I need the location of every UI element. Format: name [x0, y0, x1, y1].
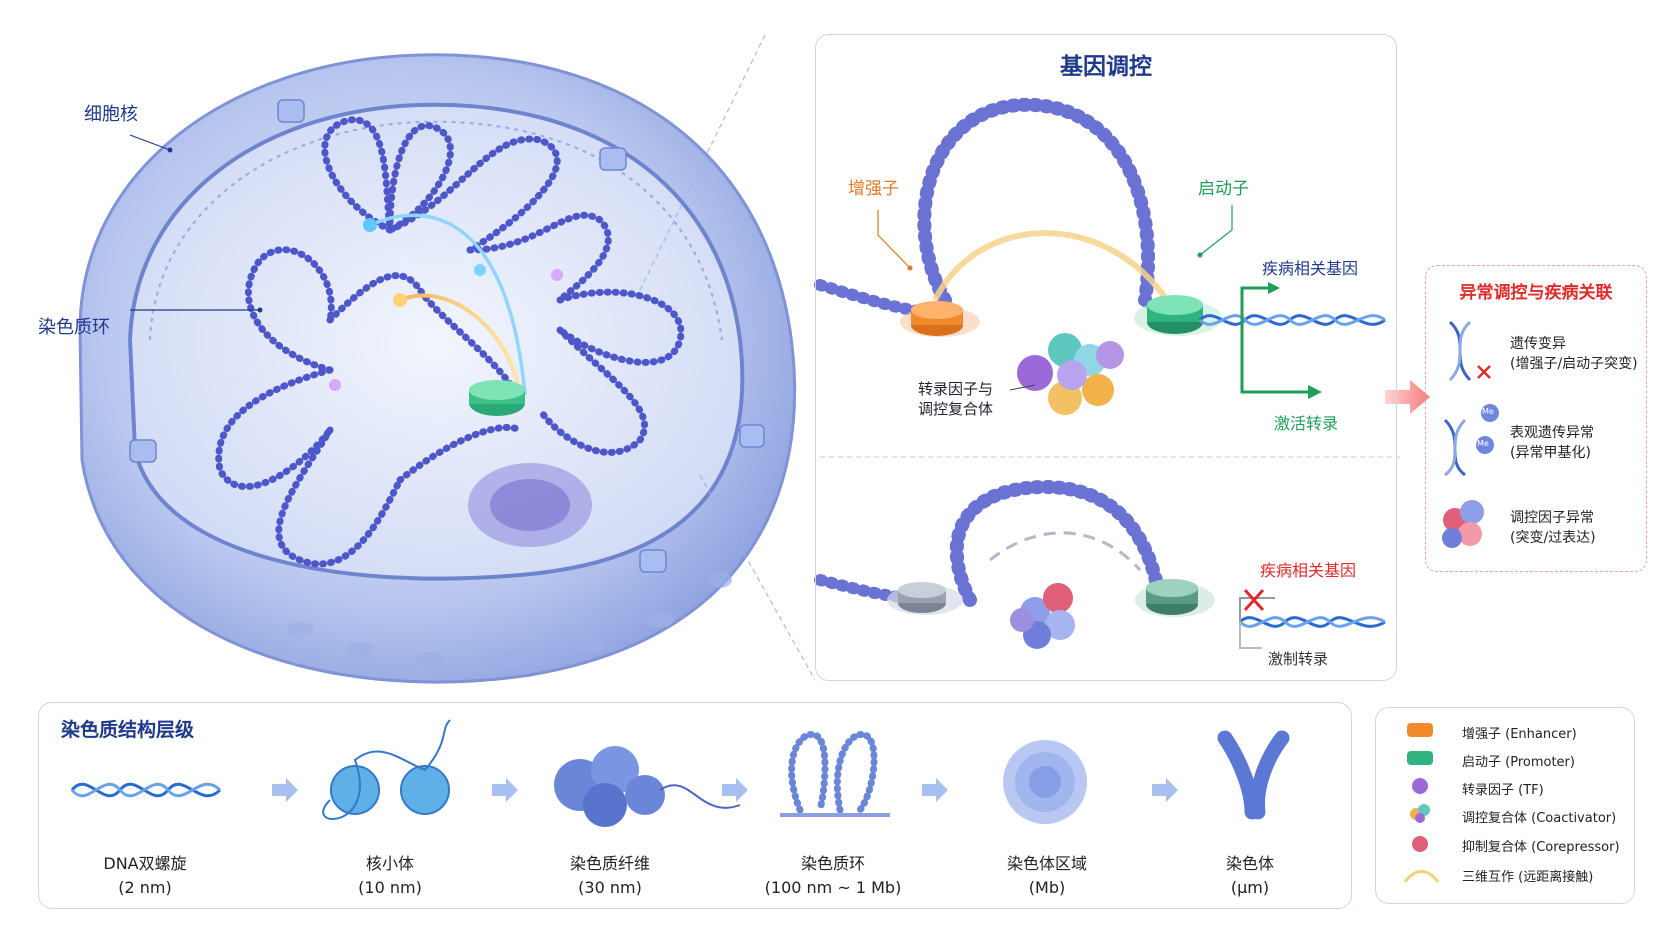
- stage-dna-name: DNA双螺旋: [103, 854, 187, 873]
- promoter-label: 启动子: [1198, 179, 1249, 199]
- stage-chromosome: 染色体 (μm): [1165, 852, 1335, 900]
- tf-complex-label-2: 调控复合体: [918, 400, 994, 418]
- gene-regulation-title: 基因调控: [1060, 54, 1152, 80]
- disease-item-1-title: 遗传变异: [1510, 336, 1566, 352]
- dna-helix-icon: [70, 782, 222, 798]
- chromosome-territory-icon: [1003, 740, 1087, 824]
- disease-item-1: 遗传变异 (增强子/启动子突变): [1510, 334, 1638, 374]
- stage-chromosome-name: 染色体: [1225, 854, 1274, 873]
- methylated-dna-icon: [1443, 404, 1499, 477]
- legend-panel: 增强子 (Enhancer) 启动子 (Promoter) 转录因子 (TF) …: [1375, 707, 1635, 904]
- stage-nucleosome: 核小体 (10 nm): [305, 852, 475, 900]
- legend-corepressor: 抑制复合体 (Corepressor): [1462, 840, 1620, 855]
- repressed-regulation-illustration: [814, 456, 1400, 649]
- legend-swatches: [1403, 723, 1440, 883]
- nucleus-label: 细胞核: [84, 104, 138, 125]
- enhancer-label: 增强子: [848, 179, 899, 199]
- stage-dna: DNA双螺旋 (2 nm): [60, 852, 230, 900]
- stage-dna-scale: (2 nm): [118, 878, 172, 897]
- stage-territory-scale: (Mb): [1028, 878, 1066, 897]
- chromatin-loop-icon: [780, 731, 890, 817]
- active-regulation-illustration: [814, 97, 1386, 415]
- hierarchy-panel: 染色质结构层级: [38, 702, 1352, 909]
- disease-item-3-title: 调控因子异常: [1510, 510, 1594, 526]
- disease-item-2: 表观遗传异常 (异常甲基化): [1510, 423, 1594, 463]
- mutated-dna-icon: [1448, 320, 1491, 382]
- legend-3d-interaction: 三维互作 (远距离接触): [1462, 870, 1594, 885]
- chromosome-icon: [1217, 730, 1290, 820]
- stage-nucleosome-scale: (10 nm): [358, 878, 422, 897]
- legend-tf: 转录因子 (TF): [1462, 783, 1544, 798]
- stage-loop-name: 染色质环: [800, 854, 865, 873]
- hierarchy-title: 染色质结构层级: [61, 719, 195, 741]
- chromatin-loop-label: 染色质环: [38, 317, 110, 338]
- nucleosome-icon: [322, 719, 451, 821]
- disease-panel: 异常调控与疾病关联 遗传变异 (增强子/启动子突变) 表观遗传异常 (异常甲基化…: [1425, 265, 1647, 572]
- disease-gene-repressed-label: 疾病相关基因: [1260, 561, 1357, 580]
- hierarchy-arrows: [272, 778, 1178, 802]
- abnormal-factor-icon: [1442, 500, 1484, 548]
- activate-transcription-label: 激活转录: [1274, 414, 1339, 433]
- legend-promoter: 启动子 (Promoter): [1462, 755, 1575, 770]
- tf-complex-label-1: 转录因子与: [918, 380, 994, 398]
- disease-item-2-detail: (异常甲基化): [1510, 445, 1591, 461]
- stage-nucleosome-name: 核小体: [365, 854, 414, 873]
- stage-territory-name: 染色体区域: [1006, 854, 1087, 873]
- disease-gene-active-label: 疾病相关基因: [1262, 259, 1359, 278]
- stage-fiber-scale: (30 nm): [578, 878, 642, 897]
- disease-item-3: 调控因子异常 (突变/过表达): [1510, 508, 1596, 548]
- disease-arrow: [1385, 380, 1430, 414]
- legend-coactivator: 调控复合体 (Coactivator): [1462, 811, 1617, 826]
- stage-territory: 染色体区域 (Mb): [962, 852, 1132, 900]
- stage-chromosome-scale: (μm): [1230, 878, 1270, 897]
- stage-fiber-name: 染色质纤维: [569, 854, 650, 873]
- methyl-label-1: Me: [1482, 407, 1494, 416]
- stage-loop: 染色质环 (100 nm ~ 1 Mb): [748, 852, 918, 900]
- disease-item-2-title: 表观遗传异常: [1510, 425, 1594, 441]
- disease-title: 异常调控与疾病关联: [1459, 283, 1613, 303]
- stage-loop-scale: (100 nm ~ 1 Mb): [764, 878, 902, 897]
- legend-enhancer: 增强子 (Enhancer): [1462, 727, 1577, 742]
- nucleus-illustration: [78, 34, 816, 684]
- gene-regulation-panel: 基因调控: [815, 34, 1397, 681]
- disease-item-3-detail: (突变/过表达): [1510, 530, 1596, 546]
- disease-item-1-detail: (增强子/启动子突变): [1510, 356, 1638, 372]
- chromatin-fiber-icon: [554, 746, 741, 827]
- repress-transcription-label: 激制转录: [1268, 650, 1329, 668]
- methyl-label-2: Me: [1477, 439, 1489, 448]
- stage-fiber: 染色质纤维 (30 nm): [525, 852, 695, 900]
